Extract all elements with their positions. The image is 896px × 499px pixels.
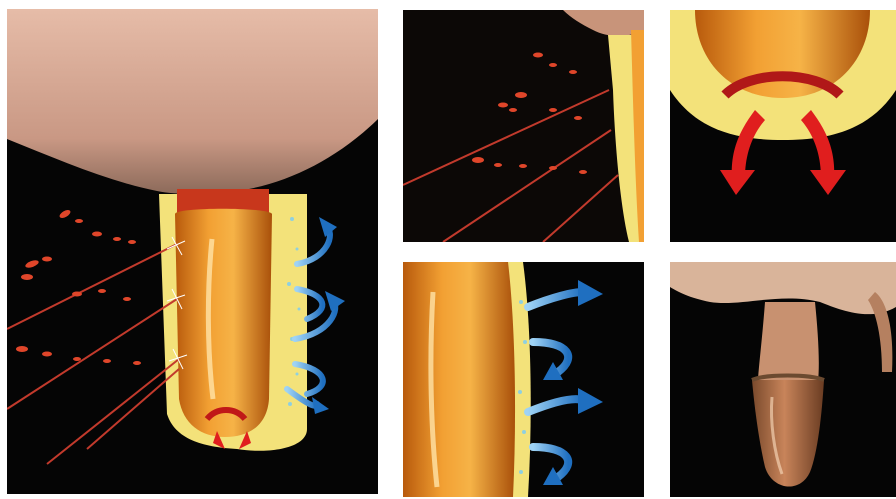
canal-closure-svg bbox=[670, 10, 896, 242]
teat-photo-panel bbox=[670, 262, 896, 497]
zoom-bacteria-panel bbox=[403, 10, 644, 242]
teat-side bbox=[403, 262, 515, 497]
main-teat-illustration bbox=[7, 9, 378, 494]
photo-teat-upper bbox=[758, 302, 819, 382]
main-teat-svg bbox=[7, 9, 378, 494]
teat-photo-svg bbox=[670, 262, 896, 497]
breathable-film-svg bbox=[403, 262, 644, 497]
zoom-bacteria-svg bbox=[403, 10, 644, 242]
teat-body bbox=[175, 209, 272, 437]
canal-closure-panel bbox=[670, 10, 896, 242]
breathable-film-panel bbox=[403, 262, 644, 497]
